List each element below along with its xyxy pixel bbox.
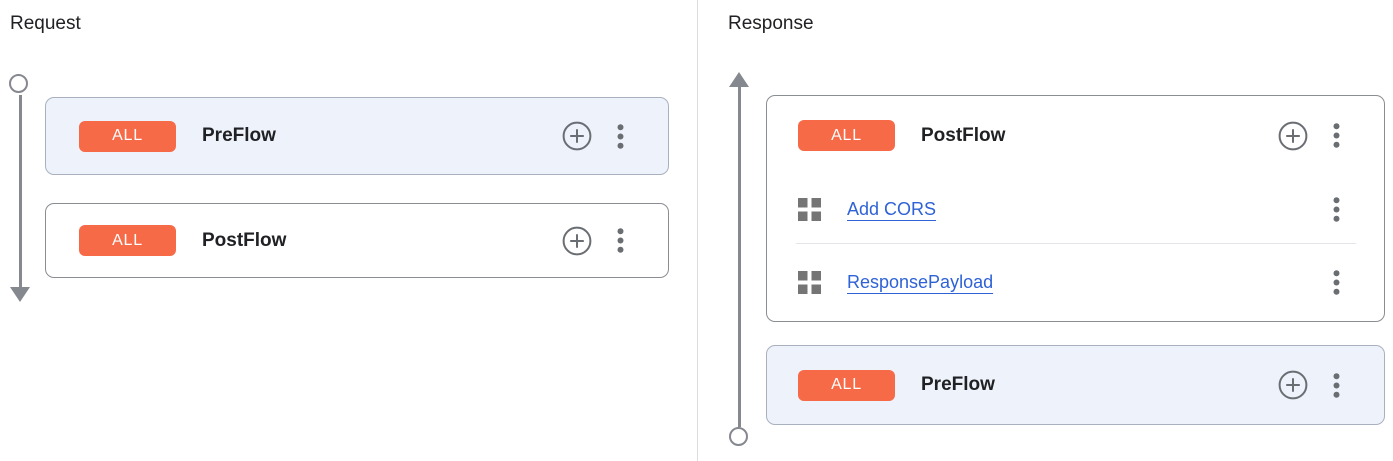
panel-divider <box>697 0 698 461</box>
flow-name: PostFlow <box>921 124 1006 146</box>
policy-grid-icon <box>798 271 821 294</box>
request-timeline-line <box>19 95 22 287</box>
kebab-menu-icon <box>1333 270 1340 295</box>
kebab-menu-icon <box>1333 123 1340 148</box>
add-policy-button[interactable] <box>562 226 592 256</box>
kebab-menu-icon <box>617 123 624 149</box>
flow-name: PreFlow <box>921 374 995 395</box>
request-timeline-down-arrow-icon <box>10 287 30 302</box>
add-policy-button[interactable] <box>1278 121 1308 151</box>
condition-badge: ALL <box>798 369 895 401</box>
flow-menu-button[interactable] <box>1333 372 1340 398</box>
request-preflow-card[interactable]: ALL PreFlow <box>45 97 669 175</box>
flow-menu-button[interactable] <box>1333 123 1340 148</box>
kebab-menu-icon <box>1333 372 1340 398</box>
plus-circle-icon <box>1278 121 1308 150</box>
plus-circle-icon <box>1278 370 1308 400</box>
policy-row: ResponsePayload <box>767 244 1384 321</box>
add-policy-button[interactable] <box>1278 370 1308 400</box>
response-panel-title: Response <box>728 13 814 34</box>
condition-badge: ALL <box>79 225 176 256</box>
response-timeline-up-arrow-icon <box>729 72 749 87</box>
policy-row-divider <box>796 243 1356 244</box>
response-timeline-end-circle <box>729 427 748 446</box>
policy-grid-icon <box>798 197 821 221</box>
response-postflow-card[interactable]: ALL PostFlow Add CORS <box>766 95 1385 322</box>
plus-circle-icon <box>562 121 592 151</box>
condition-badge: ALL <box>79 120 176 152</box>
flow-menu-button[interactable] <box>617 123 624 149</box>
request-timeline-start-circle <box>9 74 28 93</box>
kebab-menu-icon <box>617 228 624 253</box>
flow-name: PostFlow <box>202 229 287 251</box>
request-panel-title: Request <box>10 13 81 34</box>
response-timeline-line <box>738 86 741 427</box>
flow-menu-button[interactable] <box>617 228 624 253</box>
policy-menu-button[interactable] <box>1333 270 1340 295</box>
policy-row: Add CORS <box>767 175 1384 243</box>
request-postflow-card[interactable]: ALL PostFlow <box>45 203 669 278</box>
add-policy-button[interactable] <box>562 121 592 151</box>
plus-circle-icon <box>562 226 592 255</box>
policy-link-responsepayload[interactable]: ResponsePayload <box>847 272 994 292</box>
response-preflow-card[interactable]: ALL PreFlow <box>766 345 1385 425</box>
flow-name: PreFlow <box>202 125 276 146</box>
policy-link-add-cors[interactable]: Add CORS <box>847 198 937 219</box>
kebab-menu-icon <box>1333 196 1340 222</box>
policy-menu-button[interactable] <box>1333 196 1340 222</box>
condition-badge: ALL <box>798 120 895 151</box>
